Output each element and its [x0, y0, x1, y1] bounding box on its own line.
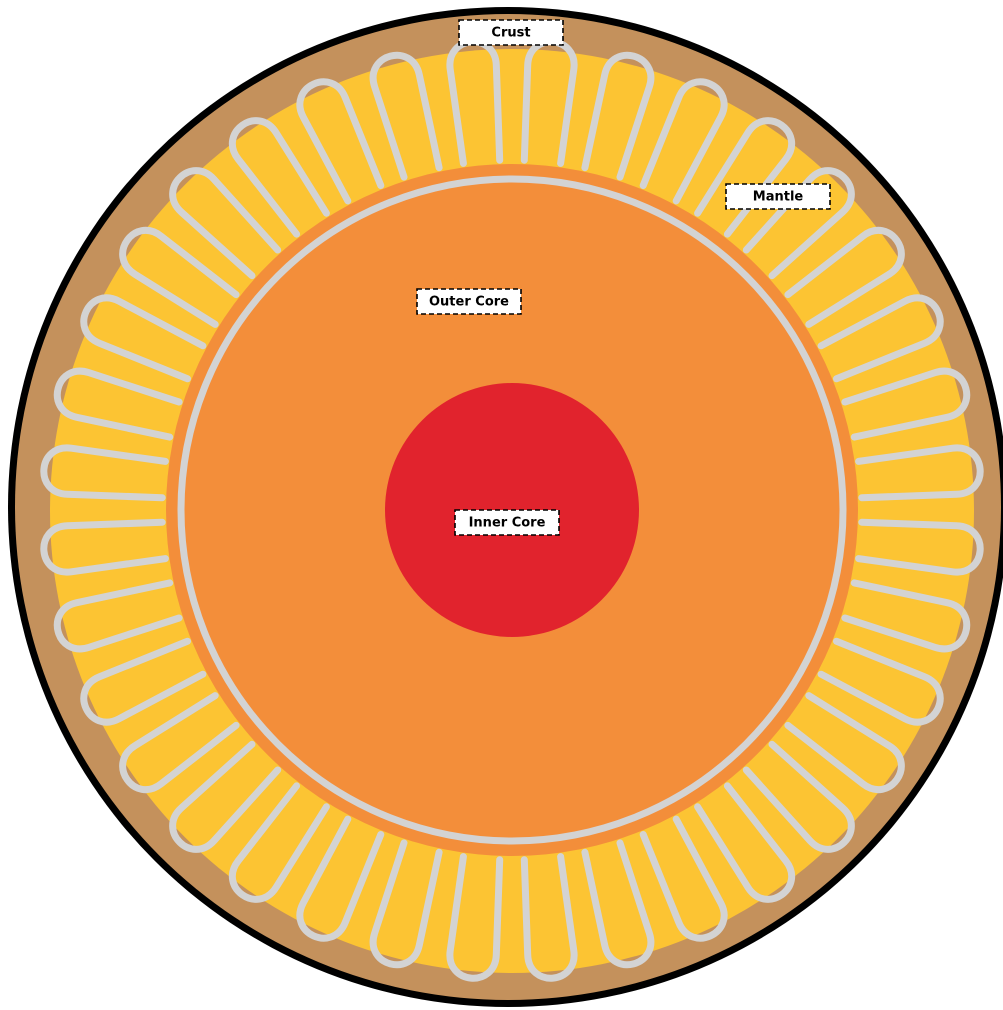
inner-core-label: Inner Core [455, 510, 559, 535]
crust-label: Crust [459, 20, 563, 45]
inner-core-label-text: Inner Core [469, 516, 546, 531]
mantle-label: Mantle [726, 184, 830, 209]
outer-core-label-text: Outer Core [429, 295, 509, 310]
crust-label-text: Crust [491, 26, 530, 41]
outer-core-label: Outer Core [417, 289, 521, 314]
mantle-label-text: Mantle [753, 190, 804, 205]
